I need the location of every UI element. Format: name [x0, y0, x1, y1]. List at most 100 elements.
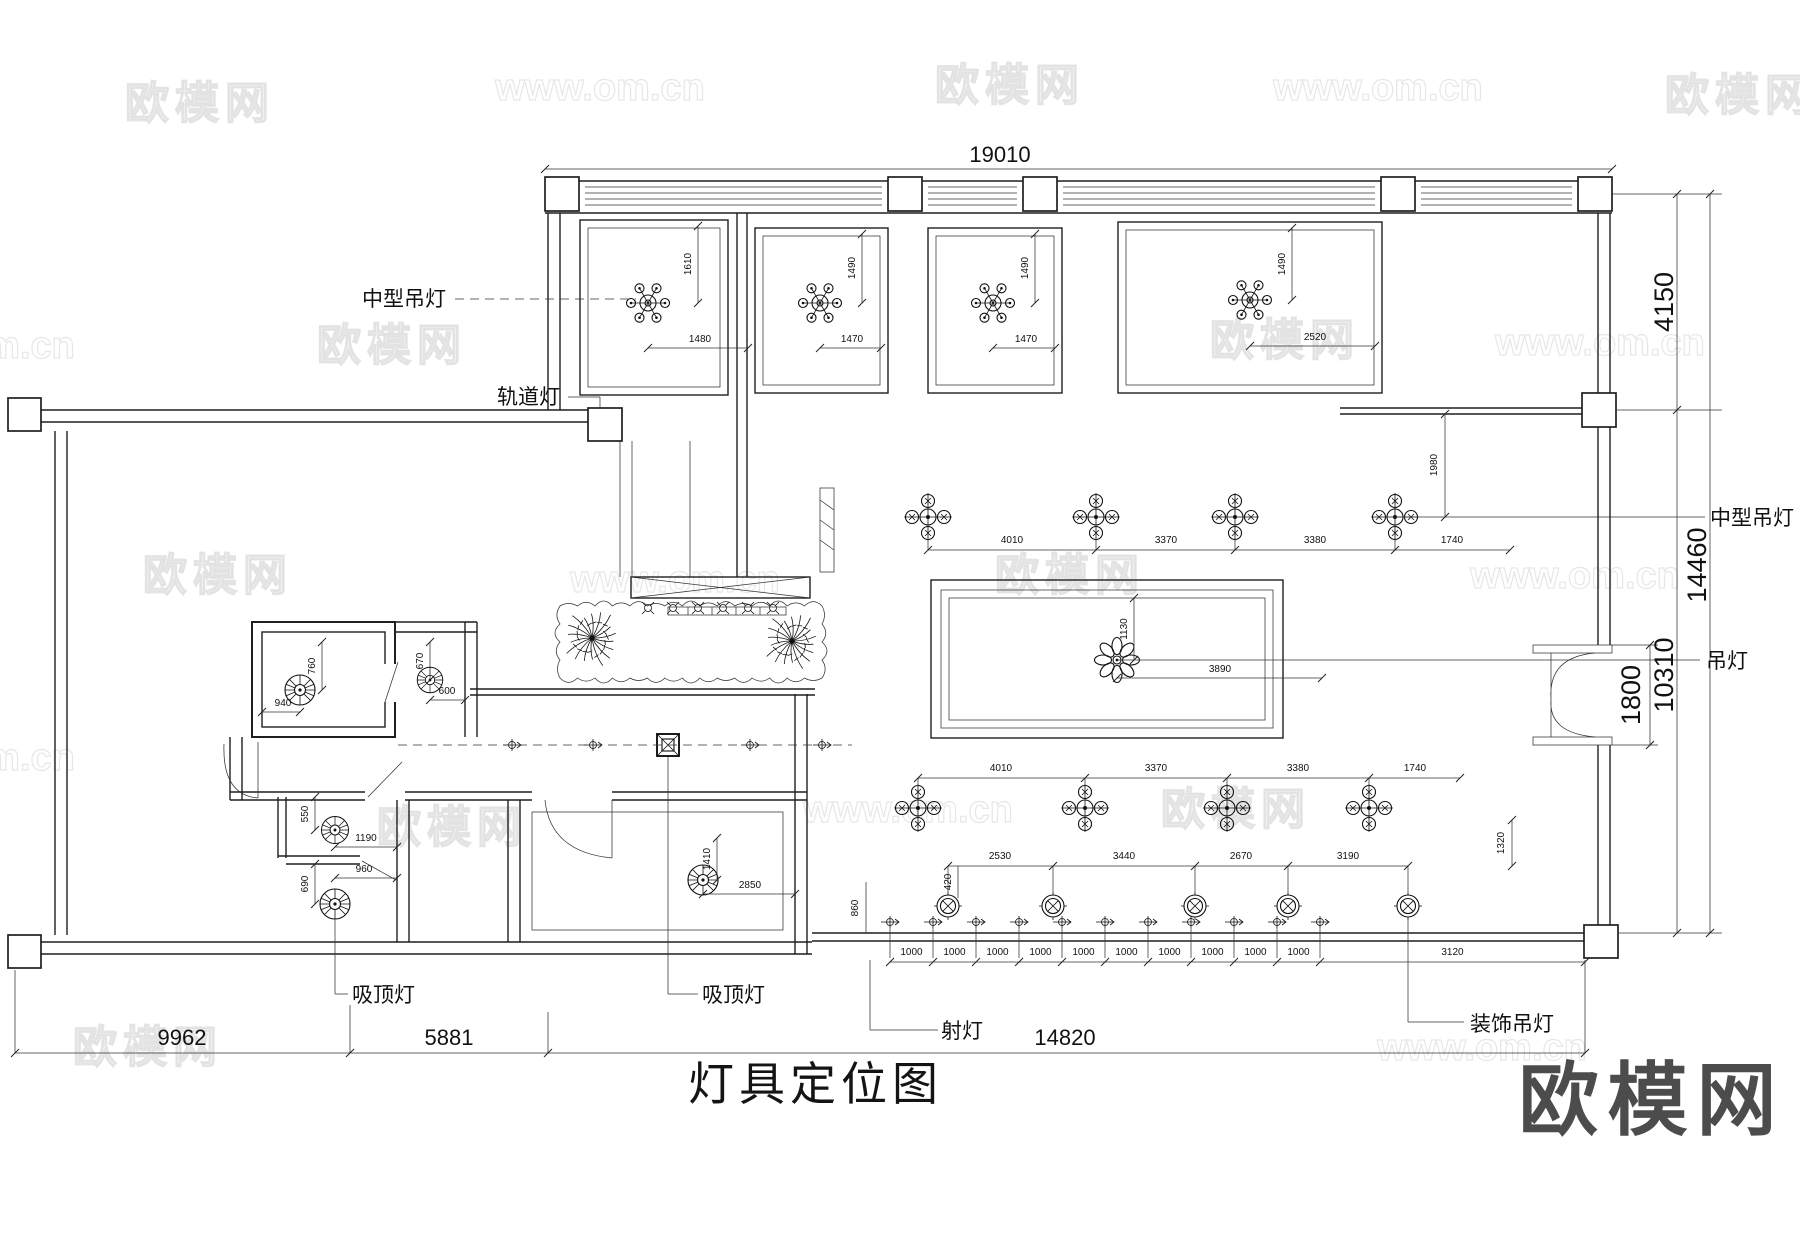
dim-roomC-h: 1190	[355, 833, 377, 844]
spotlight-icon	[880, 915, 900, 929]
dim-right-top: 4150	[1649, 272, 1679, 332]
dim-room4-v: 1490	[1277, 252, 1288, 275]
lower-left-rooms	[223, 621, 815, 954]
dim-room1-h: 1480	[689, 334, 712, 345]
dim-bottom-mid: 5881	[425, 1025, 474, 1050]
drawing-title: 灯具定位图	[688, 1058, 943, 1110]
dim-roomE-h: 960	[356, 864, 373, 875]
mid-wall-v1	[736, 213, 748, 577]
stub-wall	[1340, 407, 1582, 415]
walls	[7, 176, 1619, 969]
dim-roomA-h: 940	[275, 698, 292, 709]
watermark: www.om.cn	[1494, 322, 1705, 364]
watermark: www.om.cn	[1376, 1027, 1587, 1069]
watermark-layer: 欧模网www.om.cn欧模网www.om.cn欧模网www.om.cn欧模网欧…	[0, 60, 1800, 1072]
small-plant-icon	[766, 601, 780, 615]
dim-room3-h: 1470	[1015, 334, 1038, 345]
label-spotlight: 射灯	[941, 1020, 983, 1043]
hall-bottom-wall	[812, 932, 1584, 942]
label-texts: 中型吊灯 轨道灯 吸顶灯 吸顶灯 射灯 装饰吊灯 中型吊灯 吊灯	[352, 288, 1794, 1043]
spotlight-icon	[1009, 915, 1029, 929]
leader-spotlight	[869, 960, 938, 1031]
dim-860: 860	[850, 899, 861, 916]
dim-row1-3: 3380	[1304, 535, 1327, 546]
label-medium-pendant-right: 中型吊灯	[1710, 507, 1794, 530]
planter-outline	[554, 600, 828, 684]
cluster-pendant-icon	[1344, 783, 1394, 833]
medium-pendant-icon	[970, 283, 1016, 323]
dim-door: 1800	[1616, 665, 1646, 725]
label-pendant: 吊灯	[1706, 650, 1748, 673]
watermark: www.om.cn	[802, 789, 1013, 831]
dimension-texts: 19010 4150 14460 10310 1800 9962 5881 14…	[158, 142, 1712, 1050]
dim-roomB-h: 600	[439, 686, 456, 697]
watermark: 欧模网	[995, 551, 1145, 600]
watermark: 欧模网	[935, 61, 1085, 110]
spotlight-icon	[1052, 915, 1072, 929]
planter	[554, 600, 828, 684]
small-plant-icon	[641, 601, 655, 615]
dimension-ticks	[10, 164, 1715, 1058]
watermark: www.om.cn	[1469, 555, 1680, 597]
feature-ceiling	[930, 579, 1284, 739]
dim-spot-spacing: 1000	[1115, 947, 1138, 958]
watermark: www.om.cn	[1272, 67, 1483, 109]
watermark: 欧模网	[125, 79, 275, 128]
decor-pendant-icon	[1038, 891, 1068, 921]
dim-room4-h: 2520	[1304, 332, 1327, 343]
leader-ceiling-lamp-2	[667, 757, 698, 995]
dim-room1-v: 1610	[683, 252, 694, 275]
watermark: www.om.cn	[569, 559, 780, 601]
top-wall	[545, 180, 1612, 214]
dim-room3-v: 1490	[1020, 256, 1031, 279]
right-wall	[1597, 213, 1611, 925]
spotlight-icon	[1181, 915, 1201, 929]
spotlight-icon	[923, 915, 943, 929]
dim-420: 420	[943, 873, 954, 890]
left-wing-walls	[40, 213, 812, 955]
columns	[7, 176, 1619, 969]
dim-spot-spacing: 1000	[1072, 947, 1095, 958]
dim-room2-h: 1470	[841, 334, 864, 345]
watermark: 欧模网	[377, 803, 527, 852]
medium-pendant-icon	[625, 283, 671, 323]
watermark: www.om.cn	[0, 737, 75, 779]
dim-bottom-left: 9962	[158, 1025, 207, 1050]
room-1	[579, 219, 729, 396]
decor-pendant-icon	[1393, 891, 1423, 921]
spotlight-icon	[1310, 915, 1330, 929]
cluster-pendant-icon	[903, 492, 953, 542]
watermark: 欧模网	[317, 321, 467, 370]
dim-total-top: 19010	[969, 142, 1030, 167]
spotlight-icon	[1224, 915, 1244, 929]
dim-spot-spacing: 1000	[943, 947, 966, 958]
dim-spot-spacing: 1000	[1029, 947, 1052, 958]
dim-spot-spacing: 1000	[900, 947, 923, 958]
watermark: www.om.cn	[494, 67, 705, 109]
dim-circles-v: 1320	[1496, 831, 1507, 854]
label-ceiling-lamp-1: 吸顶灯	[352, 984, 415, 1007]
dim-spot-spacing: 1000	[1287, 947, 1310, 958]
fixtures	[284, 280, 1423, 958]
medium-pendant-icon	[1227, 280, 1273, 320]
room-4	[1117, 221, 1383, 394]
dim-bottom-right: 14820	[1034, 1025, 1095, 1050]
spotlight-icon	[1138, 915, 1158, 929]
small-plant-icon	[741, 601, 755, 615]
watermark: 欧模网	[143, 551, 293, 600]
palm-plant-icon	[566, 612, 616, 666]
watermark: 欧模网	[73, 1023, 223, 1072]
dim-right-main: 10310	[1649, 637, 1679, 712]
palm-plant-icon	[766, 615, 816, 669]
dim-spot-spacing: 1000	[1201, 947, 1224, 958]
dim-row1-1: 4010	[1001, 535, 1024, 546]
spotlight-icon	[966, 915, 986, 929]
dim-roomD-v: 1410	[702, 847, 713, 870]
hatch-box	[630, 576, 811, 599]
room-3	[927, 227, 1063, 394]
track-column	[587, 407, 623, 442]
brand-logo: 欧模网	[1519, 1056, 1786, 1145]
spotlight-row	[880, 915, 1330, 958]
